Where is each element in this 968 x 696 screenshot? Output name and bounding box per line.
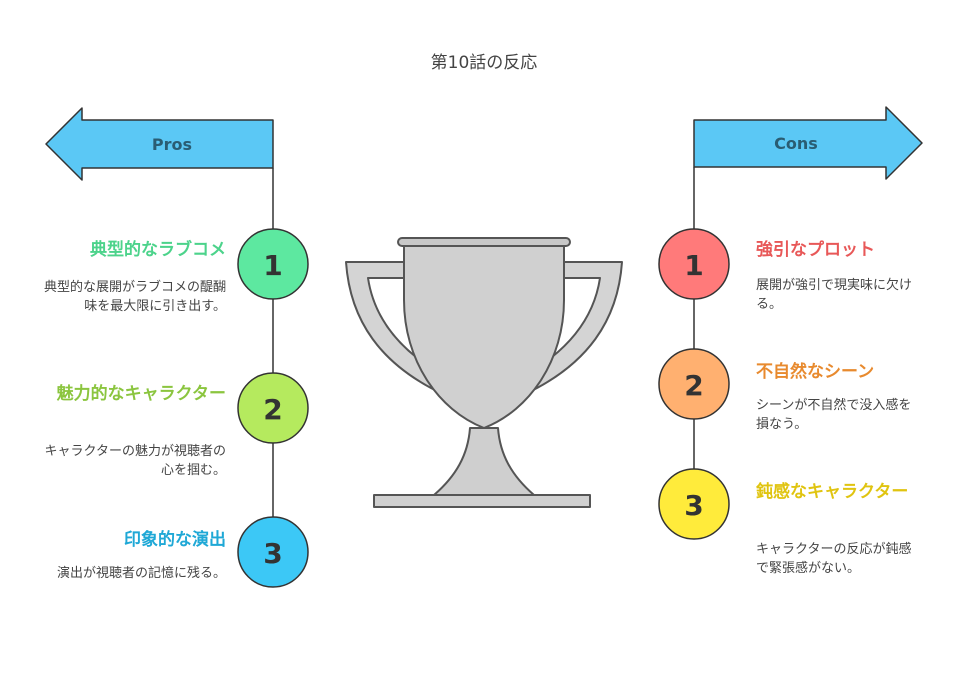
cons-circle-2: 2 (658, 348, 730, 420)
cons-item-2-description: シーンが不自然で没入感を損なう。 (756, 398, 912, 432)
pros-item-2-description: キャラクターの魅力が視聴者の心を掴む。 (44, 444, 226, 478)
cons-number-3: 3 (684, 489, 703, 522)
pros-label: Pros (152, 135, 192, 154)
cons-label: Cons (774, 134, 818, 153)
trophy-icon (345, 237, 623, 508)
cons-number-1: 1 (684, 249, 703, 282)
pros-arrow: Pros (45, 107, 274, 181)
cons-item-1-title: 強引なプロット (756, 240, 875, 260)
cons-item-2-title: 不自然なシーン (756, 362, 875, 382)
pros-circle-1: 1 (237, 228, 309, 300)
cons-arrow: Cons (693, 106, 923, 180)
pros-circle-3: 3 (237, 516, 309, 588)
pros-number-2: 2 (263, 393, 282, 426)
pros-number-1: 1 (263, 249, 282, 282)
pros-item-2-title: 魅力的なキャラクター (56, 384, 226, 404)
cons-circle-1: 1 (658, 228, 730, 300)
cons-number-2: 2 (684, 369, 703, 402)
pros-item-3-description: 演出が視聴者の記憶に残る。 (56, 566, 226, 581)
cons-item-3-description: キャラクターの反応が鈍感で緊張感がない。 (756, 542, 912, 576)
pros-item-1-title: 典型的なラブコメ (90, 240, 226, 260)
pros-item-1-description: 典型的な展開がラブコメの醍醐味を最大限に引き出す。 (43, 280, 226, 314)
cons-circle-3: 3 (658, 468, 730, 540)
pros-circle-2: 2 (237, 372, 309, 444)
pros-item-3-title: 印象的な演出 (124, 530, 226, 550)
diagram-title: 第10話の反応 (430, 53, 538, 73)
cons-item-3-title: 鈍感なキャラクター (756, 482, 909, 502)
cons-item-1-description: 展開が強引で現実味に欠ける。 (756, 278, 913, 312)
pros-number-3: 3 (263, 537, 282, 570)
